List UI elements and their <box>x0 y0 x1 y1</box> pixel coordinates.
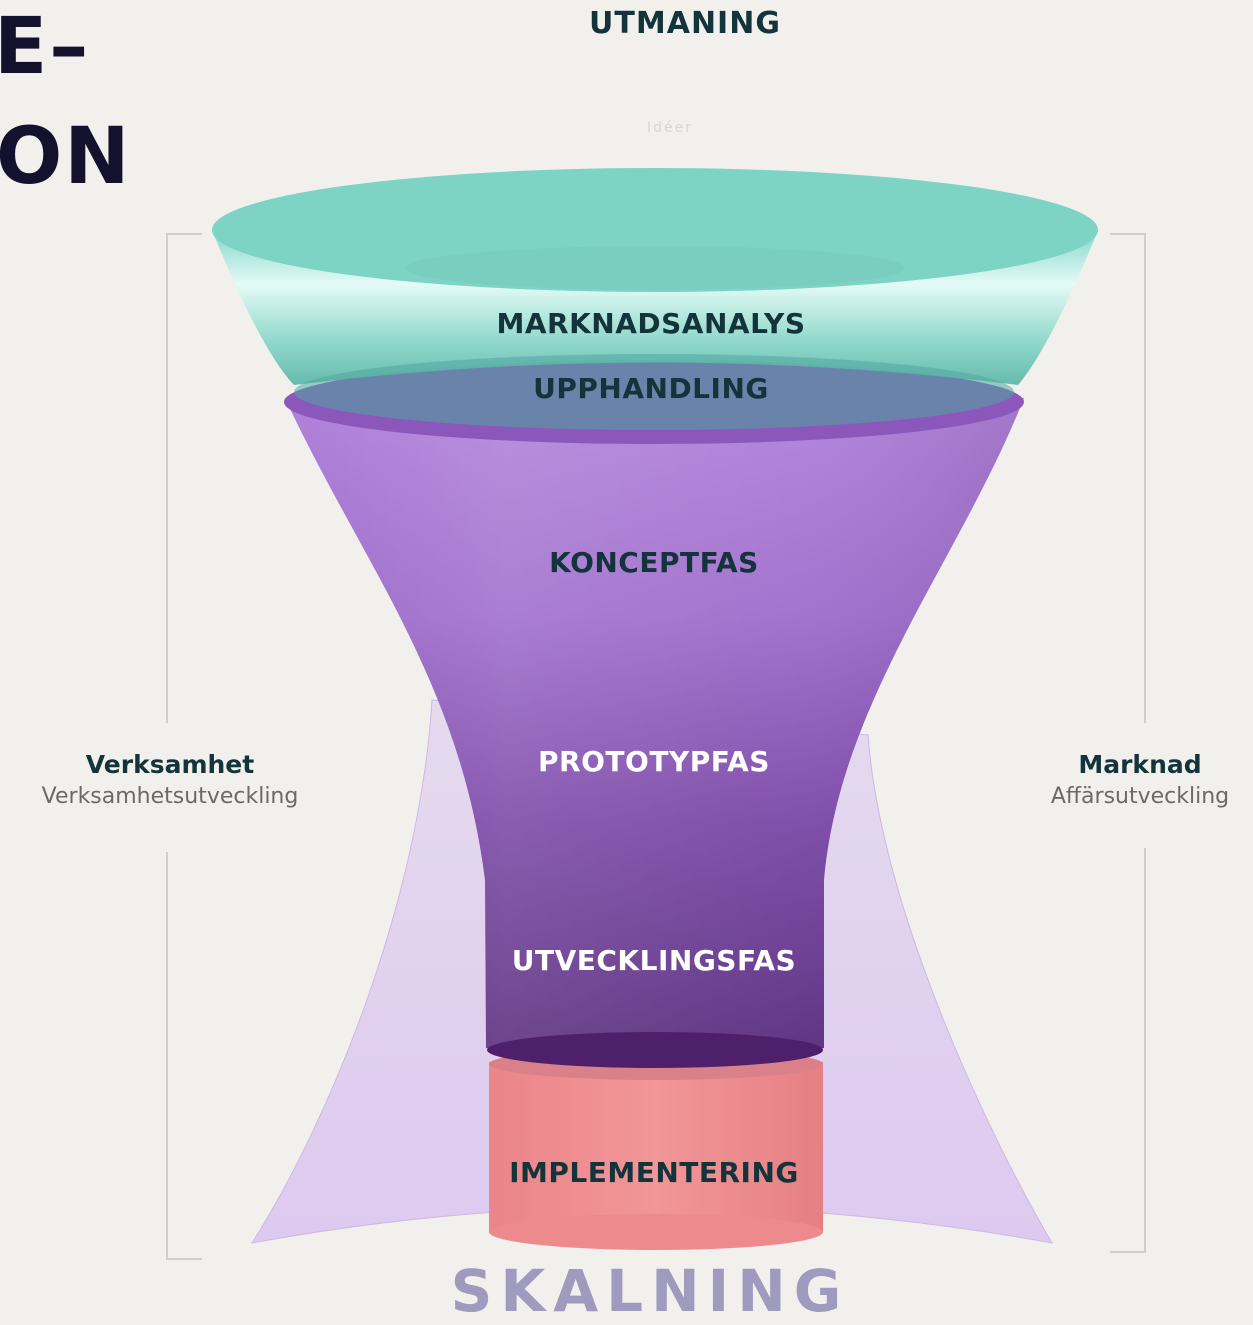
development-funnel-sheen <box>285 379 1024 1060</box>
left-bracket-bottom <box>166 852 202 1260</box>
right-bracket-top <box>1110 233 1146 723</box>
challenge-label: UTMANING <box>589 6 781 41</box>
left-bracket-top <box>166 233 202 723</box>
right-side-block: Marknad Affärsutveckling <box>1030 748 1250 812</box>
left-side-subtitle: Verksamhetsutveckling <box>41 784 299 809</box>
stage-label-4: UTVECKLINGSFAS <box>512 944 796 977</box>
analysis-band-top-inner <box>405 246 905 290</box>
heading-fragment-line-2: ON <box>0 112 132 202</box>
implementation-cylinder <box>489 1062 823 1232</box>
stage-label-1: UPPHANDLING <box>533 372 769 405</box>
stage-label-0: MARKNADSANALYS <box>497 307 806 340</box>
right-side-subtitle: Affärsutveckling <box>1050 784 1230 809</box>
right-bracket-bottom <box>1110 848 1146 1253</box>
stage-label-2: KONCEPTFAS <box>549 546 759 579</box>
heading-fragment-line-1: E– <box>0 2 91 92</box>
stage-label-5: IMPLEMENTERING <box>509 1156 799 1189</box>
stage-label-3: PROTOTYPFAS <box>538 745 770 778</box>
scaling-label: SKALNING <box>450 1257 850 1325</box>
development-funnel-base <box>487 1032 823 1068</box>
left-side-title: Verksamhet <box>85 750 255 779</box>
left-side-block: Verksamhet Verksamhetsutveckling <box>10 748 330 812</box>
right-side-title: Marknad <box>1078 750 1202 779</box>
implementation-cylinder-bottom <box>489 1214 823 1250</box>
analysis-band-inner <box>294 354 1014 430</box>
ideas-label: Idéer <box>647 120 693 136</box>
